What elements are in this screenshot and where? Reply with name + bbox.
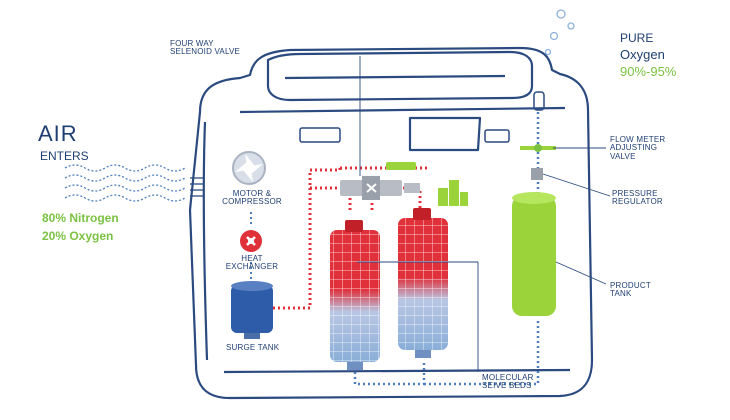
output-title: PURE [620, 31, 654, 45]
beds-label: MOLECULAR SEIVE BEDS [482, 373, 534, 391]
motor-label-line2: COMPRESSOR [222, 197, 282, 207]
pressure-label-line1: PRESSURE [612, 189, 658, 198]
product-label-line2: TANK [610, 289, 632, 299]
motor-label: MOTOR & COMPRESSOR [216, 189, 288, 207]
pressure-label: PRESSURE REGULATOR [612, 189, 663, 207]
valve-top-indicator [386, 162, 416, 170]
motor-label-line1: MOTOR & [232, 189, 272, 198]
motor-compressor-icon [232, 151, 266, 185]
outlet-icon [533, 91, 545, 111]
heat-label: HEAT EXCHANGER [218, 254, 286, 272]
heat-exchanger-icon [240, 230, 262, 252]
valve-label-line1: FOUR WAY [170, 39, 214, 48]
surge-label: SURGE TANK [226, 343, 280, 352]
valve-control-icon [438, 180, 468, 206]
pressure-regulator-icon [531, 168, 543, 180]
pressure-label-line2: REGULATOR [612, 197, 663, 207]
valve-label: FOUR WAY SELENOID VALVE [170, 39, 241, 57]
flow-label-line2: ADJUSTING [610, 143, 658, 153]
control-panel [299, 127, 510, 143]
flow-label-line1: FLOW METER [610, 135, 666, 144]
leader-lines [357, 56, 611, 372]
air-oxygen-text: 20% Oxygen [42, 229, 114, 243]
product-tank-icon [512, 192, 556, 316]
flow-label: FLOW METER ADJUSTING VALVE [610, 135, 666, 161]
beds-label-line1: MOLECULAR [482, 373, 534, 382]
sieve-bed-right [398, 208, 448, 358]
product-label: PRODUCT TANK [610, 281, 651, 299]
output-gas: Oxygen [620, 47, 665, 62]
output-range: 90%-95% [620, 64, 677, 79]
oxygen-bubbles-icon [544, 9, 575, 56]
air-title: AIR [38, 121, 78, 146]
air-nitrogen-text: 80% Nitrogen [42, 211, 119, 225]
four-way-valve-icon [340, 176, 420, 200]
flow-meter-icon [520, 144, 556, 152]
air-vent-icon [190, 177, 203, 197]
flow-label-line3: VALVE [610, 151, 636, 161]
heat-label-line1: HEAT [241, 254, 263, 263]
machine-outline [188, 46, 594, 400]
air-oxygen: 20% Oxygen [42, 228, 113, 244]
sieve-bed-left [330, 220, 380, 370]
air-subtitle: ENTERS [40, 149, 89, 163]
air-waves-icon [64, 164, 186, 202]
air-nitrogen: 80% Nitrogen [42, 210, 119, 226]
heat-label-line2: EXCHANGER [225, 262, 279, 272]
beds-label-line2: SEIVE BEDS [482, 381, 532, 391]
valve-label-line2: SELENOID VALVE [170, 47, 241, 57]
surge-tank-icon [231, 281, 273, 339]
product-label-line1: PRODUCT [610, 281, 651, 290]
